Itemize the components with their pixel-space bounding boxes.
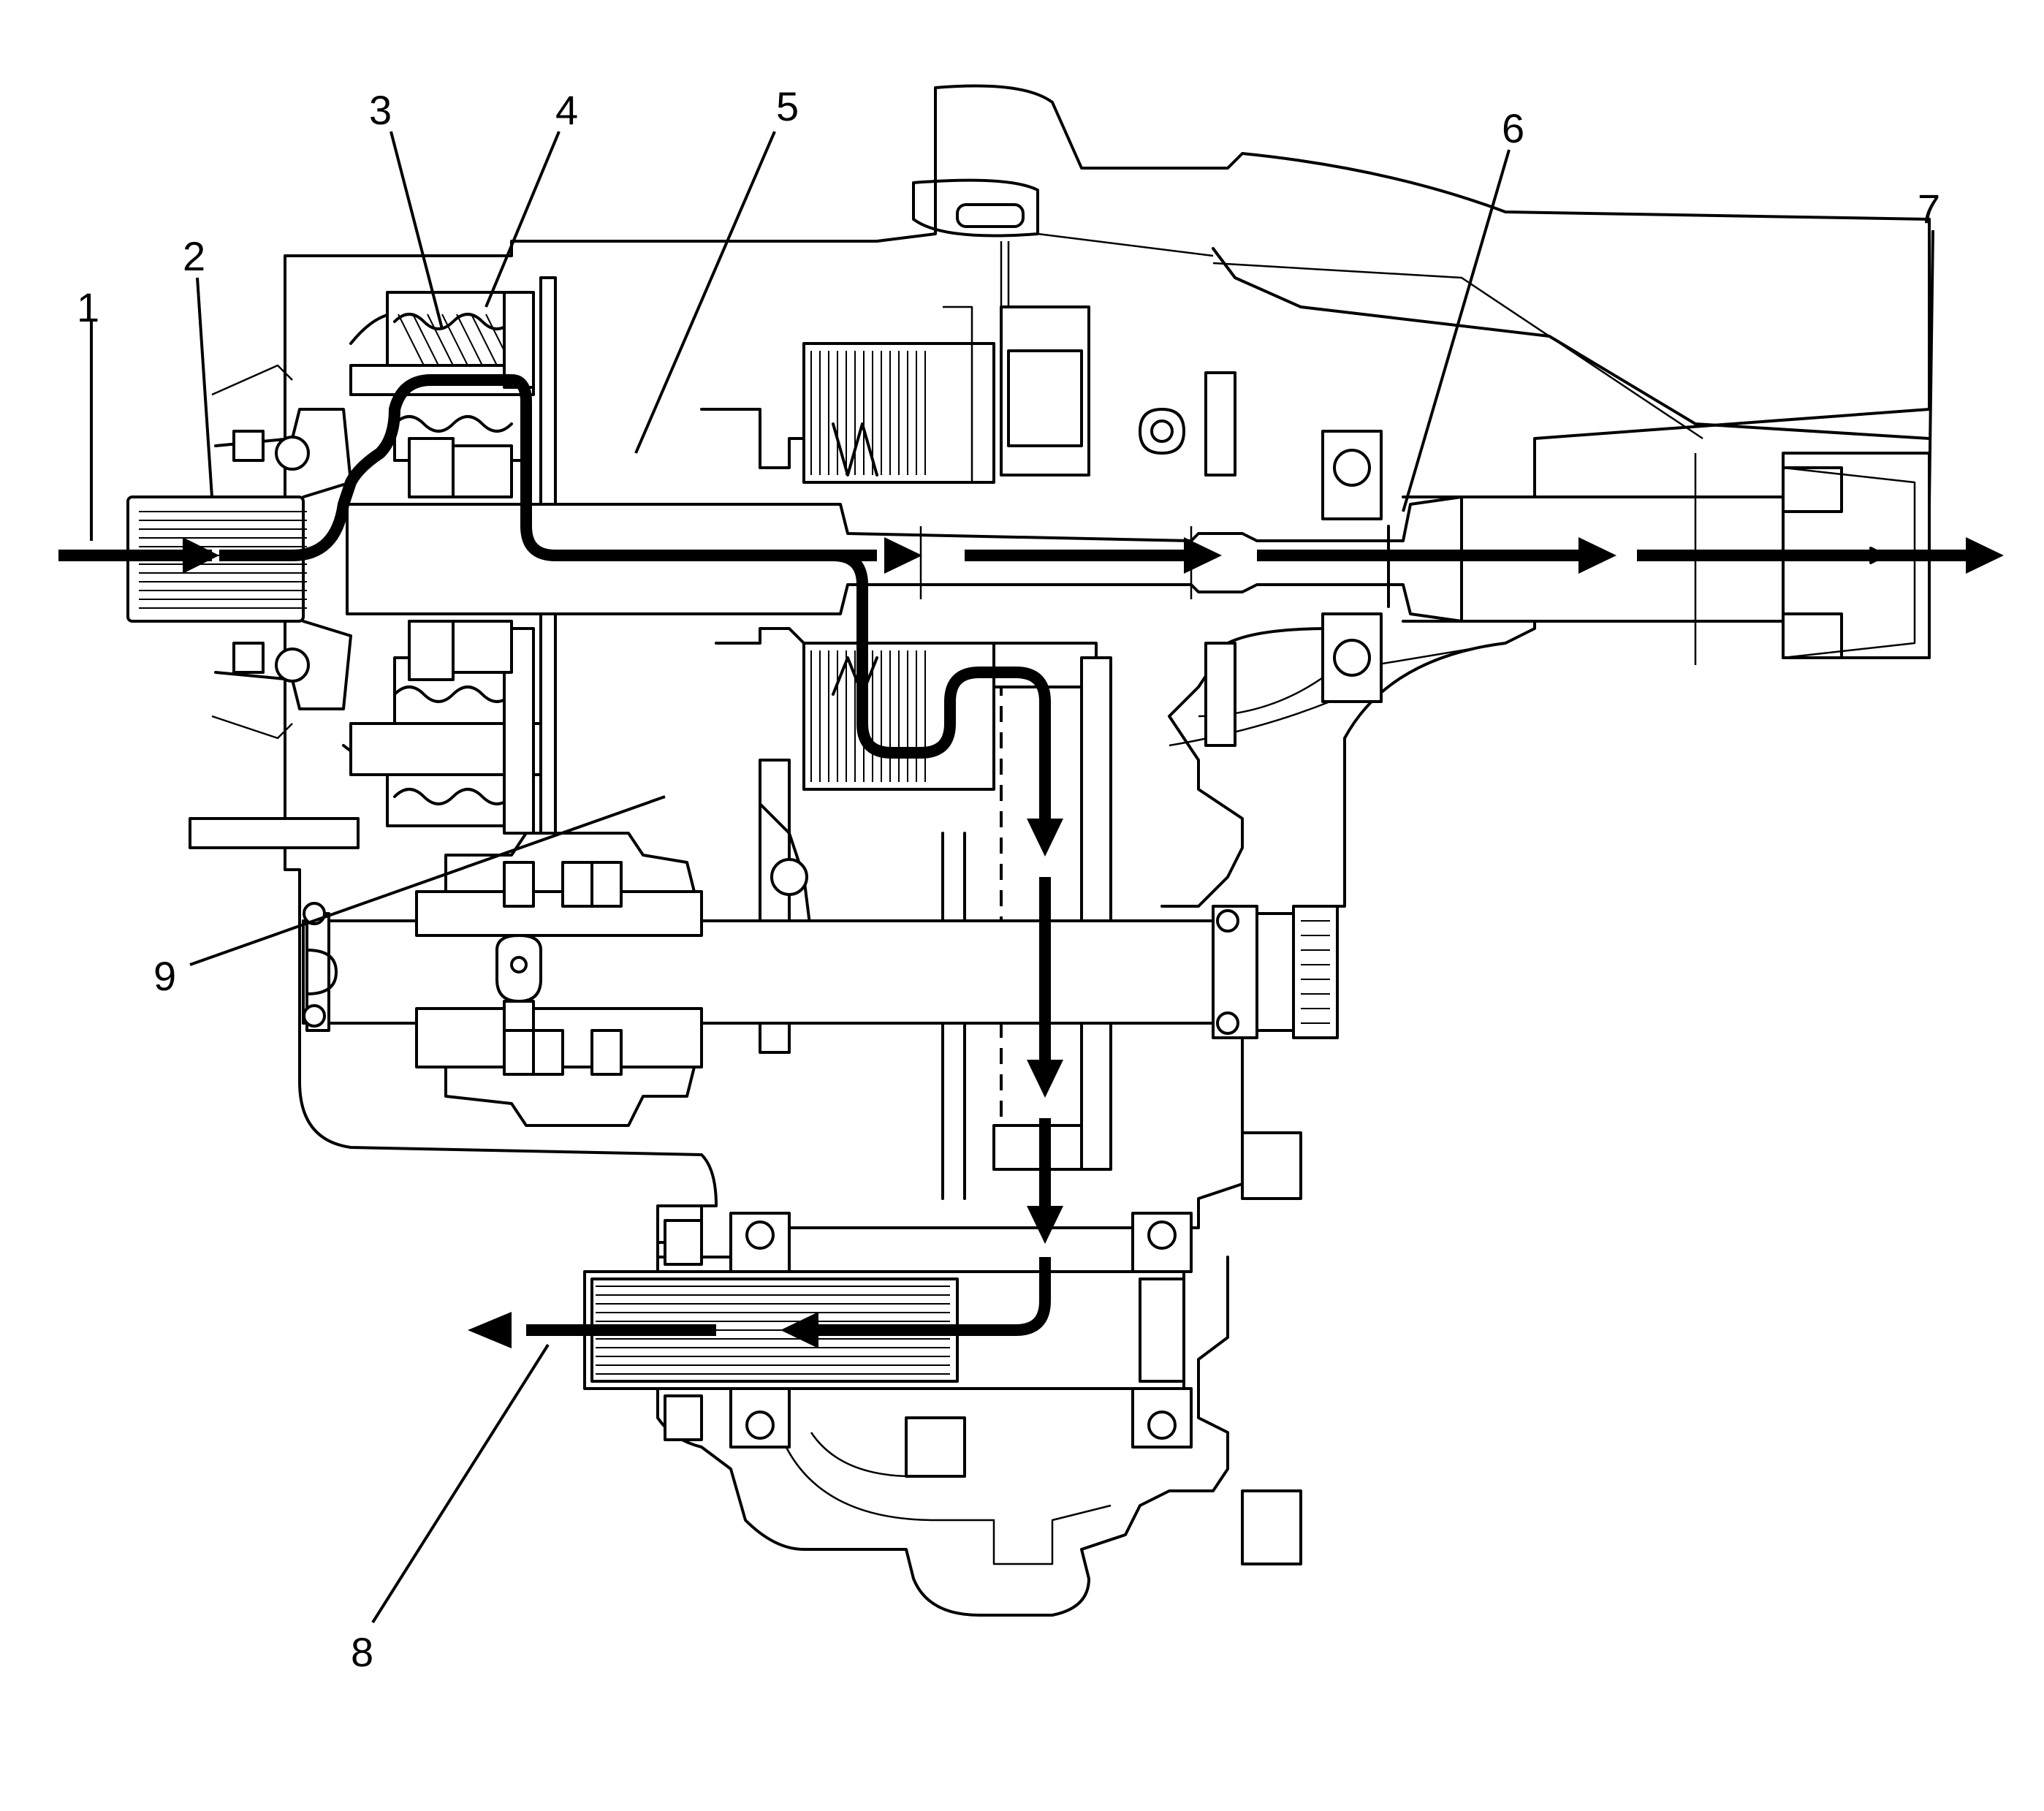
leader-line-4 — [485, 131, 561, 308]
drive-chain — [992, 642, 1112, 1171]
callout-2: 2 — [183, 233, 205, 279]
callout-7: 7 — [1918, 186, 1940, 232]
callout-8: 8 — [351, 1629, 373, 1675]
leader-line-8 — [371, 1343, 550, 1624]
leader-line-6 — [1402, 149, 1511, 512]
callout-labels: 1 2 3 4 5 6 7 8 9 — [77, 83, 1940, 1675]
callout-6: 6 — [1502, 105, 1524, 151]
leader-line-3 — [390, 131, 444, 330]
clutch-pack — [700, 305, 1090, 1200]
leader-line-5 — [634, 131, 776, 454]
leader-line-2 — [196, 277, 213, 498]
leader-line-9 — [189, 795, 666, 966]
callout-9: 9 — [153, 953, 176, 999]
lower-shaft — [302, 832, 1339, 1127]
callout-5: 5 — [776, 83, 799, 129]
callout-3: 3 — [369, 87, 392, 133]
leader-line-7 — [1928, 229, 1934, 505]
callout-1: 1 — [77, 284, 99, 330]
callout-4: 4 — [555, 87, 578, 133]
leader-lines — [90, 131, 1934, 1624]
power-flow-paths — [58, 374, 2004, 1348]
